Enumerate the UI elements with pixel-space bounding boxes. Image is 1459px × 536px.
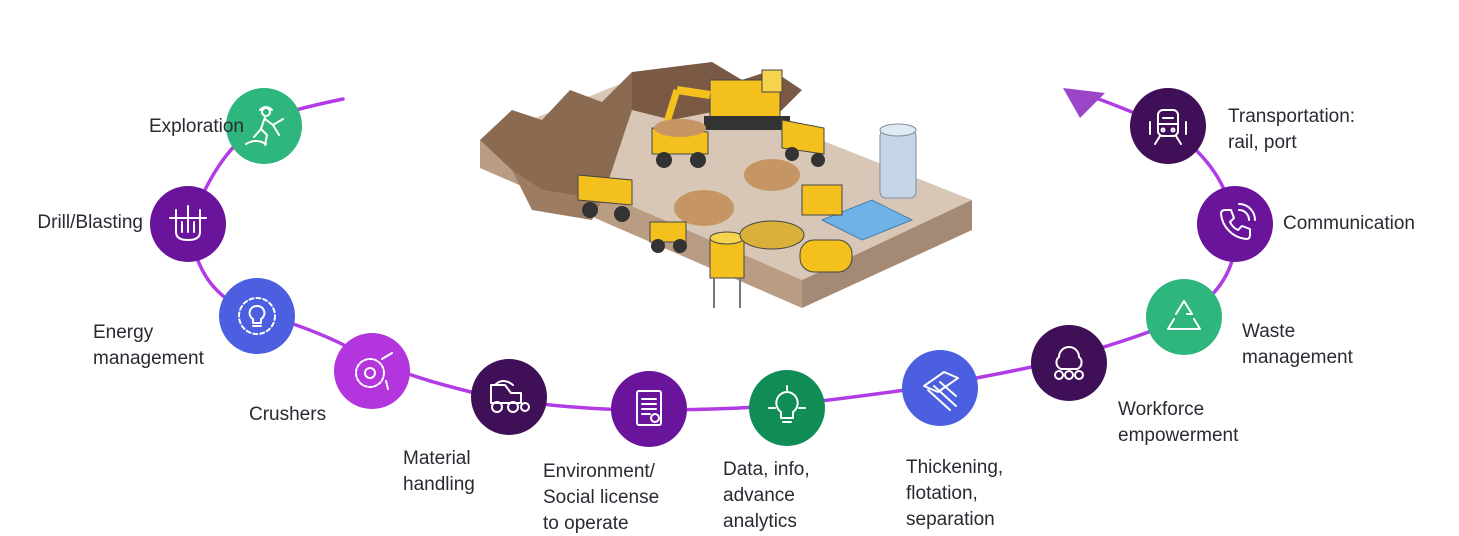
label-communication: Communication xyxy=(1283,213,1415,234)
step-material-handling[interactable] xyxy=(471,359,547,435)
train-icon xyxy=(1149,109,1187,145)
miner-digging-icon xyxy=(245,106,284,146)
step-data-analytics[interactable] xyxy=(749,370,825,446)
label-data-analytics: Data, info, advance analytics xyxy=(723,459,810,532)
workforce-brain-icon xyxy=(1054,346,1084,380)
drill-blasting-icon xyxy=(169,205,207,241)
label-energy-management: Energy management xyxy=(93,322,204,369)
phone-call-icon xyxy=(1220,203,1256,240)
label-transportation: Transportation: rail, port xyxy=(1228,106,1356,153)
step-exploration[interactable] xyxy=(226,88,302,164)
analytics-bulb-icon xyxy=(768,385,806,423)
certificate-document-icon xyxy=(636,390,662,426)
recycle-icon xyxy=(1167,300,1201,330)
step-energy-management[interactable] xyxy=(219,278,295,354)
flotation-tank-icon xyxy=(923,371,959,411)
open-pit-mine-illustration xyxy=(480,62,972,308)
label-crushers: Crushers xyxy=(249,404,327,425)
step-crushers[interactable] xyxy=(334,333,410,409)
label-exploration: Exploration xyxy=(148,116,244,137)
dump-truck-icon xyxy=(490,380,530,413)
step-environment-social-license[interactable] xyxy=(611,371,687,447)
label-workforce-empowerment: Workforce empowerment xyxy=(1118,399,1239,446)
flow-arrowhead xyxy=(1063,88,1105,118)
label-waste-management: Waste management xyxy=(1242,321,1353,368)
step-communication[interactable] xyxy=(1197,186,1273,262)
label-thickening-flotation: Thickening, flotation, separation xyxy=(906,457,1004,530)
step-workforce-empowerment[interactable] xyxy=(1031,325,1107,401)
step-transportation[interactable] xyxy=(1130,88,1206,164)
step-drill-blasting[interactable] xyxy=(150,186,226,262)
label-drill-blasting: Drill/Blasting xyxy=(37,212,143,233)
lightbulb-gear-icon xyxy=(238,297,276,335)
step-waste-management[interactable] xyxy=(1146,279,1222,355)
label-material-handling: Material handling xyxy=(403,448,475,495)
label-environment-social-license: Environment/ Social license to operate xyxy=(543,461,660,534)
crusher-saw-icon xyxy=(355,352,393,390)
step-thickening-flotation[interactable] xyxy=(902,350,978,426)
